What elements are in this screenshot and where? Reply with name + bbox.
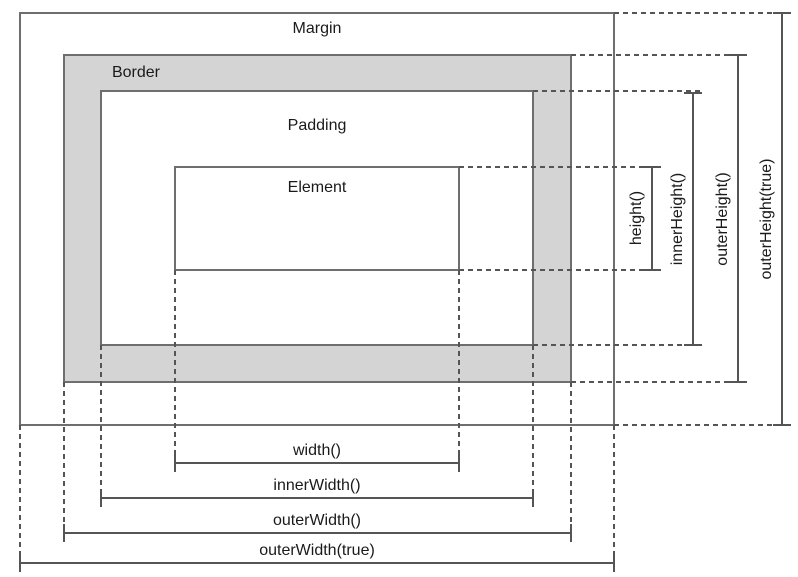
- padding-label: Padding: [288, 117, 347, 134]
- vertical-measure-label-innerHeight: innerHeight(): [669, 173, 686, 265]
- vertical-measure-label-outerHeight: outerHeight(): [714, 172, 731, 265]
- box-group: [19, 12, 615, 426]
- vertical-measure-label-outerHeightTrue: outerHeight(true): [758, 159, 775, 280]
- horizontal-measure-label-width: width(): [292, 442, 341, 459]
- border-label: Border: [112, 64, 161, 81]
- margin-label: Margin: [293, 20, 342, 37]
- box-label-group: Margin Border Padding Element: [112, 20, 347, 196]
- element-label: Element: [288, 179, 347, 196]
- horizontal-measure-group: width() innerWidth() outerWidth() outerWidt…: [19, 442, 615, 572]
- horizontal-measure-innerWidth: innerWidth(): [100, 477, 534, 507]
- horizontal-measure-width: width(): [174, 442, 460, 472]
- horizontal-guide-group: [459, 12, 790, 426]
- vertical-measure-outerHeightTrue: outerHeight(true): [758, 12, 791, 426]
- horizontal-measure-outerWidthTrue: outerWidth(true): [19, 542, 615, 572]
- vertical-measure-height: height(): [628, 166, 661, 271]
- vertical-guide-group: [19, 270, 615, 571]
- vertical-measure-group: height() innerHeight() outerHeight() outerH…: [628, 12, 791, 426]
- horizontal-measure-label-outerWidthTrue: outerWidth(true): [259, 542, 375, 559]
- vertical-measure-innerHeight: innerHeight(): [669, 92, 702, 346]
- horizontal-measure-label-innerWidth: innerWidth(): [273, 477, 360, 494]
- element-box: [174, 166, 460, 271]
- horizontal-measure-outerWidth: outerWidth(): [63, 512, 572, 542]
- horizontal-measure-label-outerWidth: outerWidth(): [273, 512, 361, 529]
- vertical-measure-outerHeight: outerHeight(): [714, 54, 747, 383]
- vertical-measure-label-height: height(): [628, 191, 645, 245]
